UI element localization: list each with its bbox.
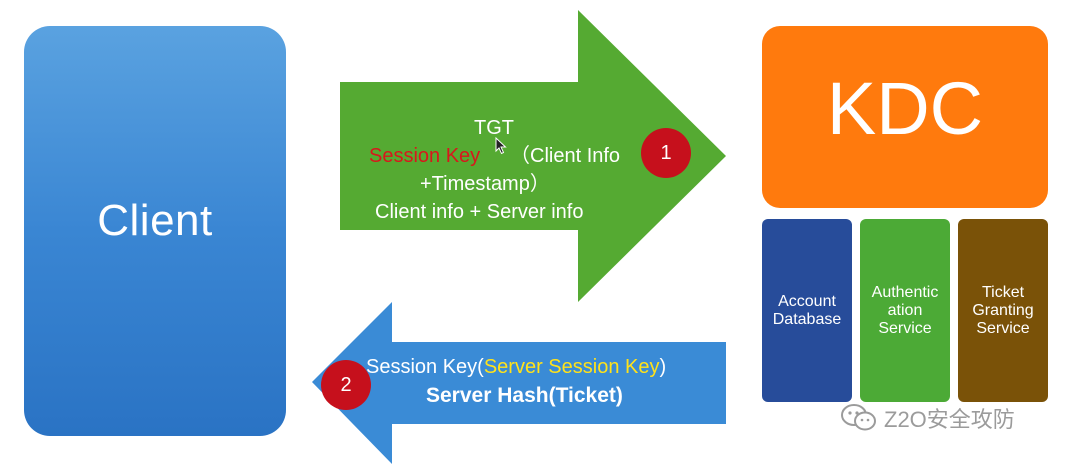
request-arrow xyxy=(340,10,726,302)
service-label-line: Service xyxy=(878,319,932,337)
step-2-badge: 2 xyxy=(321,360,371,410)
account-database-block: Account Database xyxy=(762,219,852,402)
client-box xyxy=(24,26,286,436)
kdc-box xyxy=(762,26,1048,208)
client-server-info-label: Client info + Server info xyxy=(375,201,584,223)
service-label-line: Ticket xyxy=(981,283,1025,301)
service-label-line: Authentic xyxy=(871,283,939,301)
response-session-key-line: Session Key(Server Session Key) xyxy=(366,354,666,380)
watermark-text: Z2O安全攻防 xyxy=(884,407,1015,432)
tgt-label: TGT xyxy=(474,117,514,139)
client-label: Client xyxy=(97,196,213,245)
session-key-prefix: Session Key( xyxy=(366,356,484,378)
authentication-service-block: Authentic ation Service xyxy=(860,219,950,402)
session-key-label: Session Key xyxy=(369,145,481,167)
client-info-label: （Client Info xyxy=(510,145,621,167)
service-label-line: Service xyxy=(976,319,1030,337)
wechat-icon xyxy=(841,404,876,431)
service-label-line: Account xyxy=(778,292,836,310)
step-1-badge: 1 xyxy=(641,128,691,178)
watermark: Z2O安全攻防 xyxy=(840,400,1015,436)
response-arrow xyxy=(312,302,726,464)
timestamp-label: +Timestamp） xyxy=(420,173,550,195)
session-key-suffix: ) xyxy=(659,356,667,378)
server-hash-label: Server Hash(Ticket) xyxy=(426,384,623,407)
mouse-cursor-icon xyxy=(495,137,507,155)
kdc-label: KDC xyxy=(826,67,984,150)
service-label-line: ation xyxy=(887,301,923,319)
server-session-key-label: Server Session Key xyxy=(483,356,660,378)
service-label-line: Database xyxy=(772,310,842,328)
service-label-line: Granting xyxy=(972,301,1034,319)
ticket-granting-service-block: Ticket Granting Service xyxy=(958,219,1048,402)
